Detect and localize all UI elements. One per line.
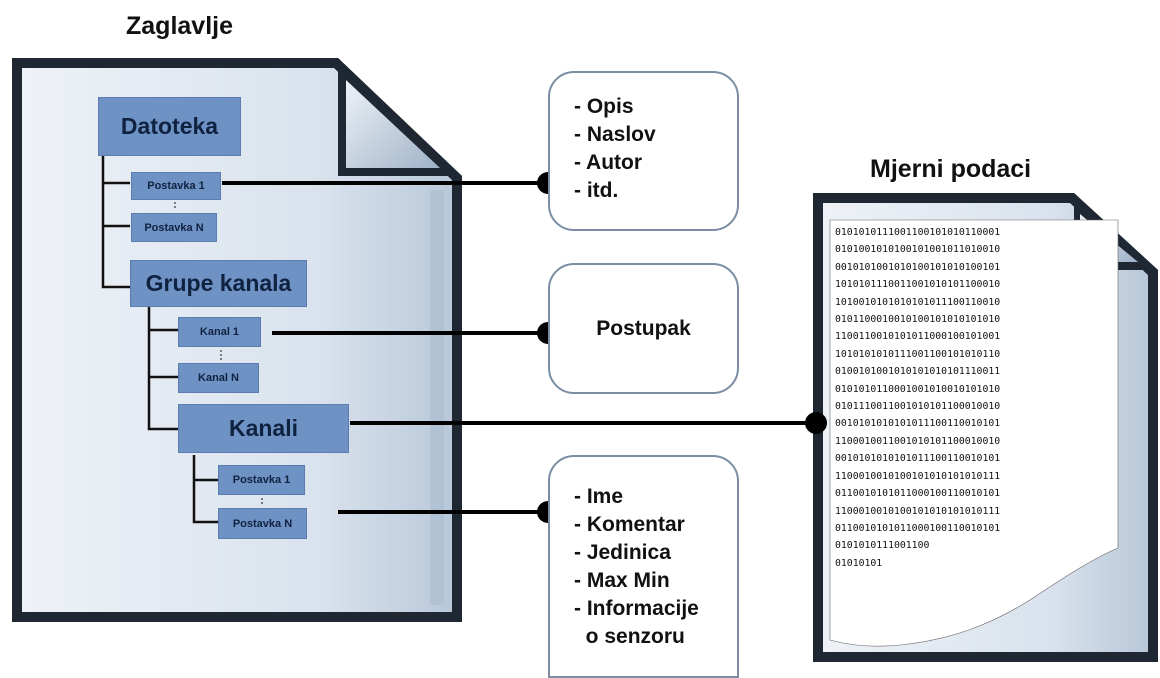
bubble-line: - Autor [574,151,643,174]
node-channel-n: Kanal N [178,363,259,393]
binary-line: 01010101 [835,557,883,569]
bubble-line: - Opis [574,95,634,118]
binary-line: 0010101001010100101010100101 [835,261,1001,273]
binary-line: 0110010101011000100110010101 [835,488,1001,500]
binary-line: 0101001010100101001011010010 [835,244,1001,256]
node-channel-setting-n: Postavka N [218,508,307,539]
binary-line: 1100010010100101010101010111 [835,470,1001,482]
binary-data-block: 0101010111001100101010110001 01010010101… [835,224,1111,624]
binary-line: 0101010111001100101010110001 [835,227,1001,238]
bubble-line: - Informacije [574,597,699,620]
node-file: Datoteka [98,97,241,156]
tree-lines [101,155,218,524]
node-channel-1: Kanal 1 [178,317,261,347]
binary-line: 0101010111001100 [835,540,930,552]
measurement-data-title: Mjerni podaci [870,155,1032,183]
ellipsis-connectors [174,202,263,506]
binary-line: 1100010011001010101100010010 [835,435,1001,447]
node-channels: Kanali [178,404,349,453]
node-channel-groups: Grupe kanala [130,260,307,307]
procedure-bubble: Postupak [548,263,739,394]
bubble-line: - Jedinica [574,541,671,564]
bubble-line: - Komentar [574,513,685,536]
bubble-line: - itd. [574,179,619,202]
bubble-line: o senzoru [574,625,685,648]
binary-line: 1010010101010101011100110010 [835,296,1001,308]
binary-line: 0101110011001010101100010010 [835,401,1001,413]
data-document-icon [813,193,1158,662]
binary-line: 1010101110011001010101100010 [835,279,1001,291]
binary-line: 1100110010101011000100101001 [835,331,1001,343]
binary-line: 0100101001010101010101110011 [835,366,1001,378]
node-channel-setting-1: Postavka 1 [218,465,305,495]
bubble-line: - Ime [574,485,624,508]
node-setting-n: Postavka N [131,213,217,242]
binary-line: 0010101010101011100110010101 [835,418,1001,430]
binary-line: 0101010110001001010010101010 [835,383,1001,395]
binary-line: 0101100010010100101010101010 [835,314,1001,326]
binary-line: 1010101010111001100101010110 [835,348,1001,360]
channel-info-bubble: - Ime - Komentar - Jedinica - Max Min - … [548,455,739,678]
binary-line: 1100010010100101010101010111 [835,505,1001,517]
bubble-line: - Naslov [574,123,656,146]
binary-line: 0110010101011000100110010101 [835,522,1001,534]
node-setting-1: Postavka 1 [131,172,221,200]
header-section-title: Zaglavlje [126,12,233,40]
bubble-line: - Max Min [574,569,670,592]
procedure-label: Postupak [596,316,691,340]
connector-lines [222,181,818,514]
binary-line: 0010101010101011100110010101 [835,453,1001,465]
file-info-bubble: - Opis - Naslov - Autor - itd. [548,71,739,231]
